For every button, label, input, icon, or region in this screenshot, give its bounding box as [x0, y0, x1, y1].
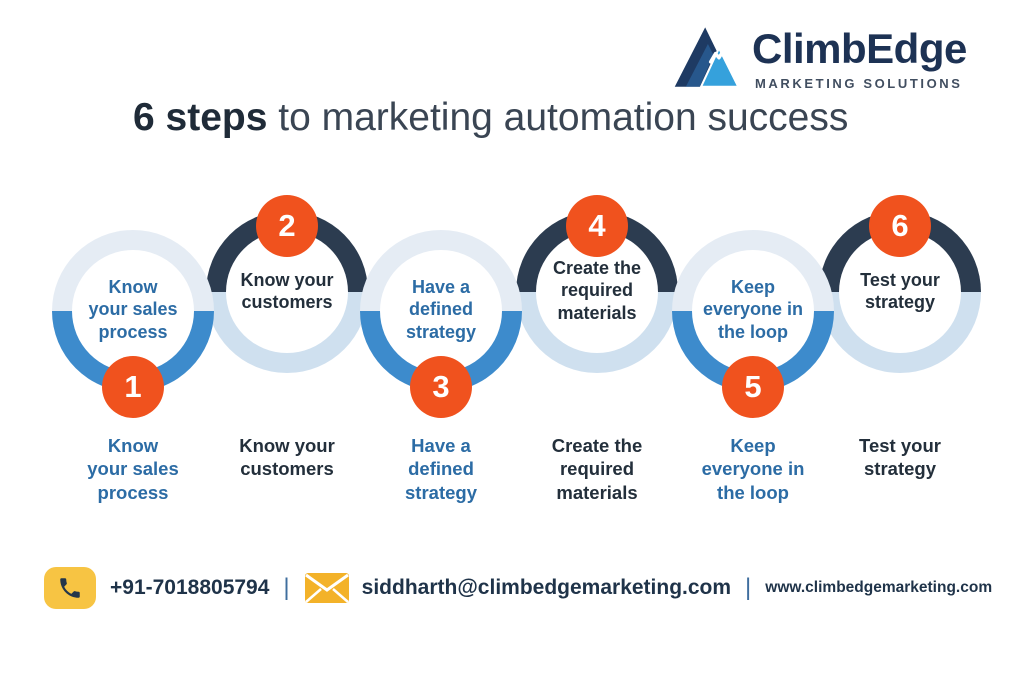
brand-tagline: MARKETING SOLUTIONS	[755, 76, 963, 91]
page-title: 6 steps to marketing automation success	[133, 96, 848, 140]
step-5-caption: Keep everyone in the loop	[701, 435, 805, 503]
step-4-caption: Create the required materials	[551, 435, 643, 503]
step-ring-6: Test your strategy 6	[819, 195, 981, 373]
step-4-number-badge: 4	[566, 195, 628, 257]
step-ring-2: Know your customers 2	[206, 195, 368, 373]
phone-handset-glyph	[60, 578, 80, 598]
brand-logo: ClimbEdge MARKETING SOLUTIONS	[672, 18, 967, 92]
ring-band	[819, 211, 981, 373]
step-ring-3: Have a defined strategy 3	[360, 230, 522, 418]
website-url: www.climbedgemarketing.com	[765, 579, 993, 596]
footer-separator: |	[283, 574, 290, 601]
step-3-number-badge: 3	[410, 356, 472, 418]
title-rest: to marketing automation success	[267, 96, 849, 139]
step-2-text: Know your customers	[240, 269, 334, 313]
step-6-caption: Test your strategy	[859, 435, 941, 480]
title-highlight: 6 steps	[133, 96, 268, 139]
contact-bar: +91-7018805794 | siddharth@climbedgemark…	[44, 562, 1004, 614]
mountain-logo-icon	[674, 27, 741, 88]
step-4-text: Create the required materials	[552, 258, 642, 323]
email-icon	[304, 573, 349, 603]
step-1-text: Know your sales process	[88, 277, 178, 342]
brand-text: ClimbEdge MARKETING SOLUTIONS	[752, 25, 967, 92]
brand-name: ClimbEdge	[752, 25, 967, 72]
step-3-caption: Have a defined strategy	[405, 435, 477, 503]
step-3-text: Have a defined strategy	[405, 277, 477, 342]
step-ring-1: Know your sales process 1	[52, 230, 214, 418]
step-ring-4: Create the required materials 4	[516, 195, 678, 373]
step-ring-5: Keep everyone in the loop 5	[672, 230, 834, 418]
step-6-number-badge: 6	[869, 195, 931, 257]
step-1-number-badge: 1	[102, 356, 164, 418]
footer-separator: |	[745, 574, 752, 601]
step-1-caption: Know your sales process	[87, 435, 179, 503]
step-5-number-badge: 5	[722, 356, 784, 418]
step-2-number-badge: 2	[256, 195, 318, 257]
ring-band	[52, 230, 214, 392]
step-5-text: Keep everyone in the loop	[702, 277, 804, 342]
phone-icon	[44, 567, 96, 609]
step-6-text: Test your strategy	[860, 269, 940, 313]
ring-band	[672, 230, 834, 392]
phone-number: +91-7018805794	[110, 576, 270, 599]
step-2-caption: Know your customers	[239, 435, 335, 480]
ring-band	[360, 230, 522, 392]
email-address: siddharth@climbedgemarketing.com	[361, 576, 732, 599]
